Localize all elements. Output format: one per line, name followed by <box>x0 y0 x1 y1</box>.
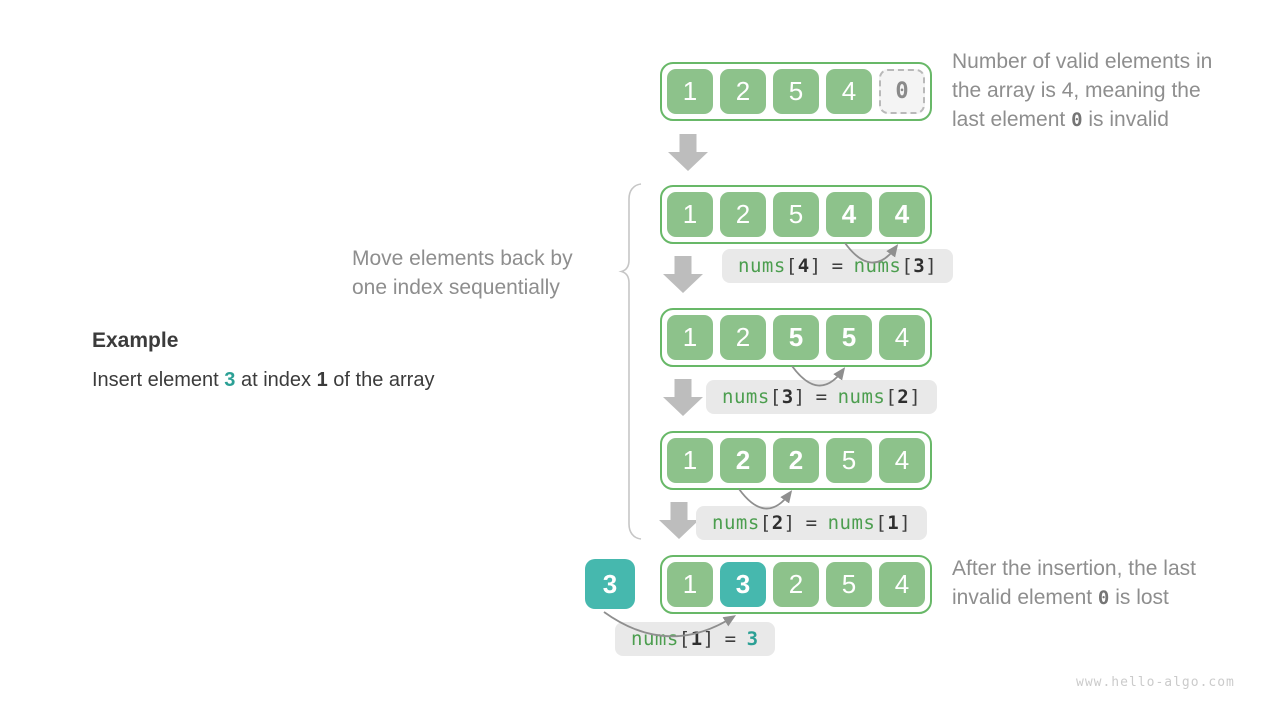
array-cell-moved: 4 <box>826 192 872 237</box>
code-name: nums <box>712 512 760 534</box>
code-name: nums <box>722 386 770 408</box>
array-cell: 1 <box>667 562 713 607</box>
array-row-final: 1 3 2 5 4 <box>660 555 932 614</box>
example-description: Insert element 3 at index 1 of the array <box>92 369 434 392</box>
code-bracket: [ <box>769 386 782 408</box>
code-bracket: ] <box>809 255 822 277</box>
code-zero: 0 <box>1097 587 1110 609</box>
array-cell: 5 <box>826 562 872 607</box>
code-bracket: [ <box>901 255 914 277</box>
code-equals: = <box>724 628 737 650</box>
note-bottom: After the insertion, the last invalid el… <box>952 554 1262 613</box>
array-cell-invalid: 0 <box>879 69 925 114</box>
code-index: 1 <box>887 512 900 534</box>
code-bracket: ] <box>909 386 922 408</box>
assignment-label-step1: nums[4]=nums[3] <box>722 249 954 283</box>
array-cell: 2 <box>720 69 766 114</box>
note-text: is invalid <box>1082 108 1169 131</box>
note-line: invalid element 0 is lost <box>952 583 1262 613</box>
code-value: 3 <box>746 628 759 650</box>
array-row-initial: 1 2 5 4 0 <box>660 62 932 121</box>
array-cell-moved: 5 <box>773 315 819 360</box>
array-cell: 2 <box>773 562 819 607</box>
code-bracket: ] <box>783 512 796 534</box>
array-cell: 5 <box>773 69 819 114</box>
code-bracket: [ <box>678 628 691 650</box>
assignment-label-step3: nums[2]=nums[1] <box>696 506 928 540</box>
code-name: nums <box>738 255 786 277</box>
note-line: one index sequentially <box>352 276 560 299</box>
example-text: of the array <box>327 369 435 391</box>
assignment-label-step2: nums[3]=nums[2] <box>706 380 938 414</box>
code-index: 3 <box>781 386 794 408</box>
code-index: 2 <box>897 386 910 408</box>
array-cell: 4 <box>879 562 925 607</box>
code-bracket: ] <box>925 255 938 277</box>
array-cell: 5 <box>826 438 872 483</box>
array-cell: 1 <box>667 315 713 360</box>
array-cell-moved: 2 <box>720 438 766 483</box>
note-line: last element 0 is invalid <box>952 105 1262 135</box>
code-equals: = <box>815 386 828 408</box>
array-row-step1: 1 2 5 4 4 <box>660 185 932 244</box>
array-cell: 1 <box>667 69 713 114</box>
code-bracket: ] <box>793 386 806 408</box>
code-name: nums <box>853 255 902 277</box>
array-cell: 4 <box>826 69 872 114</box>
down-arrow-icon <box>659 502 699 539</box>
code-index: 2 <box>771 512 784 534</box>
array-row-step3: 1 2 2 5 4 <box>660 431 932 490</box>
code-bracket: [ <box>785 255 798 277</box>
note-text: invalid element <box>952 586 1098 609</box>
code-name: nums <box>631 628 679 650</box>
code-bracket: ] <box>899 512 912 534</box>
array-cell: 4 <box>879 315 925 360</box>
note-line: Move elements back by <box>352 247 573 270</box>
note-text: last element <box>952 108 1072 131</box>
code-bracket: [ <box>885 386 898 408</box>
code-zero: 0 <box>1071 109 1083 131</box>
curly-brace-left-icon <box>618 183 642 540</box>
example-text: Insert element <box>92 369 225 391</box>
down-arrow-icon <box>668 134 708 171</box>
code-index: 4 <box>797 255 810 277</box>
array-cell-inserted: 3 <box>720 562 766 607</box>
array-cell-moved: 4 <box>879 192 925 237</box>
note-move: Move elements back by one index sequenti… <box>352 244 622 302</box>
code-bracket: [ <box>759 512 772 534</box>
array-cell-moved: 5 <box>826 315 872 360</box>
note-text: is lost <box>1109 586 1169 609</box>
example-index: 1 <box>316 369 328 391</box>
code-index: 3 <box>913 255 926 277</box>
array-cell: 2 <box>720 192 766 237</box>
code-equals: = <box>831 255 844 277</box>
note-top: Number of valid elements in the array is… <box>952 47 1262 135</box>
down-arrow-icon <box>663 379 703 416</box>
down-arrow-icon <box>663 256 703 293</box>
code-bracket: ] <box>702 628 715 650</box>
code-name: nums <box>837 386 886 408</box>
code-name: nums <box>827 512 876 534</box>
array-cell: 1 <box>667 438 713 483</box>
code-index: 1 <box>690 628 703 650</box>
inserted-value-box: 3 <box>585 559 635 609</box>
assignment-label-insert: nums[1] = 3 <box>615 622 775 656</box>
note-line: After the insertion, the last <box>952 557 1196 580</box>
array-cell-moved: 2 <box>773 438 819 483</box>
note-line: the array is 4, meaning the <box>952 79 1201 102</box>
array-cell: 2 <box>720 315 766 360</box>
array-cell: 1 <box>667 192 713 237</box>
example-title: Example <box>92 329 179 352</box>
array-cell: 5 <box>773 192 819 237</box>
array-row-step2: 1 2 5 5 4 <box>660 308 932 367</box>
code-bracket: [ <box>875 512 888 534</box>
note-line: Number of valid elements in <box>952 50 1213 73</box>
example-text: at index <box>235 369 317 391</box>
array-cell: 4 <box>879 438 925 483</box>
code-equals: = <box>805 512 818 534</box>
watermark: www.hello-algo.com <box>1076 675 1235 690</box>
example-value: 3 <box>224 369 236 391</box>
